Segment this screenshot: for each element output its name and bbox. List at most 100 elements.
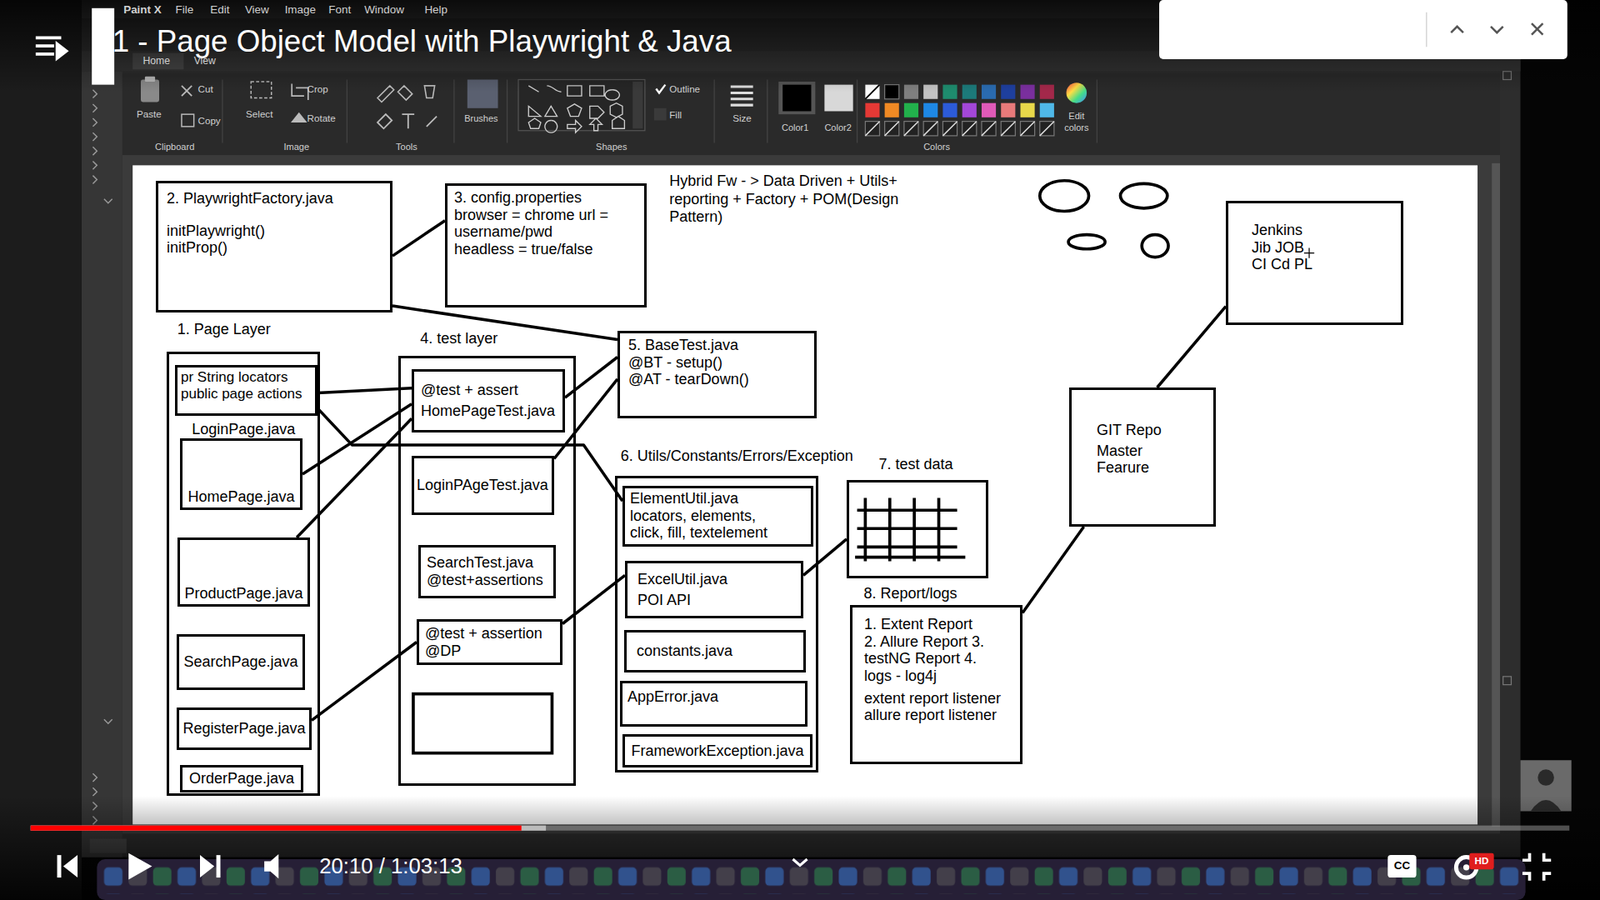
paint-window-shape bbox=[1503, 676, 1512, 685]
box-text: extent report listener allure report lis… bbox=[864, 690, 1009, 725]
screen-backdrop-shape bbox=[96, 859, 1525, 900]
paint-window-shape-shape bbox=[885, 103, 900, 118]
canvas-drawing-shape bbox=[1068, 235, 1105, 250]
box-text: ElementUtil.java bbox=[630, 490, 739, 508]
canvas-drawing-shape bbox=[413, 694, 553, 754]
class-box: GIT RepoMaster Fearure bbox=[1069, 387, 1216, 527]
layer-container: 6. Utils/Constants/Errors/ExceptionEleme… bbox=[615, 475, 819, 773]
player-controls-shape bbox=[216, 855, 221, 878]
paint-window-shape bbox=[92, 90, 112, 825]
player-controls-shape bbox=[30, 825, 522, 831]
paint-window-shape-shape bbox=[1020, 103, 1035, 118]
ui-label: Shapes bbox=[595, 141, 627, 153]
paint-window-shape-shape bbox=[981, 103, 996, 118]
paint-window-shape bbox=[377, 114, 437, 129]
paint-window-shape-shape bbox=[942, 103, 957, 118]
canvas-drawing bbox=[413, 180, 1315, 754]
player-controls-shape bbox=[792, 859, 807, 865]
ui-label: HD bbox=[1469, 855, 1494, 867]
paint-window-shape bbox=[81, 71, 123, 858]
player-controls bbox=[30, 825, 1570, 881]
connector-line bbox=[392, 220, 445, 256]
screen-backdrop-shape bbox=[35, 37, 67, 58]
ui-label: CC bbox=[1387, 859, 1416, 873]
paint-window-shape bbox=[81, 0, 1521, 858]
class-box: 8. Report/logs1. Extent Report 2. Allure… bbox=[850, 605, 1023, 765]
box-text: HomePageTest.java bbox=[420, 402, 555, 420]
paint-window-shape-shape bbox=[1040, 103, 1055, 118]
player-controls-shape bbox=[1522, 853, 1551, 881]
time-display: 20:10 / 1:03:13 bbox=[319, 853, 463, 880]
paint-window-shape-shape bbox=[865, 121, 1055, 136]
ui-label: Image bbox=[283, 141, 310, 153]
class-box: FrameworkException.java bbox=[622, 734, 813, 768]
class-box: RegisterPage.java bbox=[176, 707, 312, 750]
layer-container: 1. Page Layerpr String locators public p… bbox=[166, 351, 320, 796]
paint-window-shape bbox=[132, 165, 1478, 825]
ui-label: Edit bbox=[210, 3, 230, 17]
box-text: SearchTest.java bbox=[426, 554, 534, 572]
box-text: HomePage.java bbox=[187, 488, 295, 506]
box-text: pr String locators public page actions bbox=[180, 369, 312, 402]
box-text: Master Fearure bbox=[1096, 442, 1164, 477]
class-box: 7. test data bbox=[846, 480, 989, 579]
box-text: 3. config.properties bbox=[454, 189, 582, 207]
paint-window-shape bbox=[181, 114, 195, 127]
box-text: @BT - setup() @AT - tearDown() bbox=[628, 354, 754, 389]
canvas-drawing-shape bbox=[1141, 235, 1169, 258]
paint-window-shape-shape bbox=[865, 103, 880, 118]
connector-line bbox=[317, 408, 623, 501]
box-heading: 1. Page Layer bbox=[177, 320, 271, 339]
player-controls-shape bbox=[1463, 864, 1470, 870]
paint-window-shape bbox=[865, 85, 1055, 136]
ui-label: Paste bbox=[136, 108, 162, 120]
paint-window-shape bbox=[122, 155, 1500, 834]
ui-label: Brushes bbox=[464, 113, 498, 125]
box-text: @test + assert bbox=[420, 381, 519, 400]
paint-window-shape bbox=[528, 85, 625, 133]
ui-label: Image bbox=[285, 3, 316, 17]
ui-label: Size bbox=[732, 112, 752, 125]
connector-line bbox=[1157, 306, 1226, 388]
ui-label: Font bbox=[328, 3, 351, 17]
box-text: ProductPage.java bbox=[184, 585, 303, 603]
connector-line bbox=[311, 642, 417, 721]
ui-label: View bbox=[194, 55, 216, 68]
paint-window bbox=[81, 0, 1521, 858]
ui-label: Select bbox=[245, 108, 273, 120]
box-text: locators, elements, click, fill, textele… bbox=[630, 507, 789, 542]
ui-label: Color2 bbox=[824, 122, 851, 134]
class-box: 3. config.propertiesbrowser = chrome url… bbox=[445, 183, 647, 308]
screen-backdrop-shape bbox=[0, 0, 82, 900]
layer-container: 4. test layer@test + assertHomePageTest.… bbox=[398, 355, 576, 786]
screen-backdrop-shape bbox=[0, 0, 1600, 92]
class-box: SearchPage.java bbox=[176, 634, 305, 690]
box-text: @DP bbox=[425, 642, 461, 660]
ui-label: Copy bbox=[198, 115, 221, 127]
box-heading: LoginPage.java bbox=[191, 420, 295, 439]
class-box: ElementUtil.javalocators, elements, clic… bbox=[622, 485, 814, 547]
ui-label: Paint X bbox=[123, 3, 162, 17]
ui-label: Outline bbox=[669, 83, 700, 95]
ui-label: Cut bbox=[198, 83, 214, 95]
ui-label: Tools bbox=[395, 141, 418, 153]
class-box: Jenkins Jib JOB CI Cd PL bbox=[1225, 200, 1404, 325]
box-text: 2. PlaywrightFactory.java bbox=[166, 190, 334, 208]
class-box: 5. BaseTest.java@BT - setup() @AT - tear… bbox=[617, 330, 817, 419]
paint-window-shape bbox=[654, 108, 667, 121]
paint-window-shape-shape bbox=[923, 103, 938, 118]
player-controls-shape bbox=[128, 853, 152, 880]
player-controls-shape bbox=[57, 855, 62, 878]
class-box: HomePage.java bbox=[180, 438, 303, 510]
screen-backdrop-shape bbox=[91, 8, 115, 85]
class-box: 2. PlaywrightFactory.javainitPlaywright(… bbox=[155, 180, 393, 313]
player-controls-shape bbox=[1469, 853, 1494, 870]
box-heading: 8. Report/logs bbox=[863, 585, 957, 603]
canvas-drawing-shape bbox=[1120, 183, 1167, 208]
box-text: RegisterPage.java bbox=[182, 720, 305, 738]
box-text: @test+assertions bbox=[426, 571, 544, 590]
box-text: constants.java bbox=[636, 642, 733, 660]
paint-window-shape bbox=[290, 112, 308, 123]
